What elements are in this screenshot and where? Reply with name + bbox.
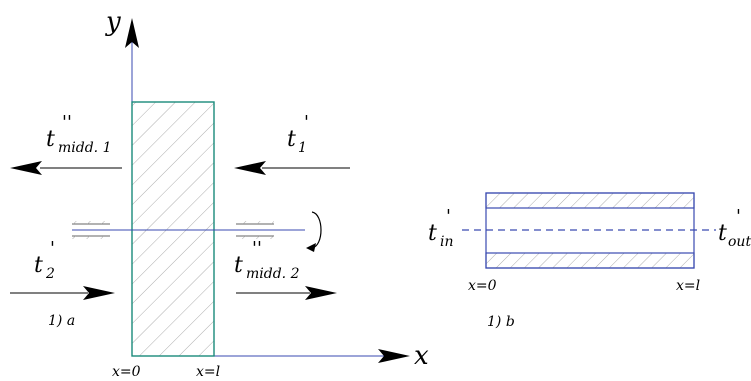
svg-text:t: t [718, 221, 727, 246]
svg-text:'': '' [62, 112, 72, 133]
svg-text:t: t [34, 253, 43, 278]
svg-text:in: in [440, 234, 454, 250]
arrow-t-two-head [83, 286, 115, 300]
svg-text:midd. 1: midd. 1 [58, 140, 111, 156]
arrow-t-middle2-head [305, 286, 337, 300]
plate [131, 101, 215, 357]
svg-text:out: out [728, 234, 751, 250]
label-x0-b: x=0 [468, 278, 497, 294]
label-t-one: t 1 ' [287, 112, 309, 156]
label-x0-a: x=0 [112, 364, 141, 380]
label-t-out: t out ' [718, 206, 751, 250]
svg-text:': ' [736, 206, 741, 227]
bearing-right [236, 221, 274, 239]
label-t-two: t 2 ' [34, 238, 55, 282]
x-axis-arrow [378, 349, 410, 363]
label-xl-a: x=l [196, 364, 220, 380]
bearing-left [72, 221, 110, 239]
svg-text:': ' [304, 112, 309, 133]
svg-text:t: t [428, 221, 437, 246]
label-t-in: t in ' [428, 206, 454, 250]
svg-text:t: t [287, 127, 296, 152]
svg-text:': ' [446, 206, 451, 227]
svg-text:t: t [46, 127, 55, 152]
y-axis-arrow [125, 18, 139, 48]
label-t-middle1: t midd. 1 '' [46, 112, 111, 156]
caption-fig-a: 1) a [48, 313, 75, 329]
arrow-t-middle1-head [10, 161, 42, 175]
rotation-arrow-icon [306, 211, 322, 252]
svg-text:1: 1 [298, 140, 307, 156]
x-axis-label: x [414, 341, 429, 371]
arrow-t-one-head [234, 161, 266, 175]
svg-text:t: t [234, 253, 243, 278]
svg-text:'': '' [252, 238, 262, 259]
svg-text:midd. 2: midd. 2 [246, 266, 300, 282]
label-t-middle2: t midd. 2 '' [234, 238, 300, 282]
svg-text:': ' [50, 238, 55, 259]
caption-fig-b: 1) b [487, 314, 515, 330]
channel [485, 192, 695, 269]
label-xl-b: x=l [676, 278, 700, 294]
y-axis-label: y [105, 7, 121, 37]
svg-text:2: 2 [45, 266, 55, 282]
